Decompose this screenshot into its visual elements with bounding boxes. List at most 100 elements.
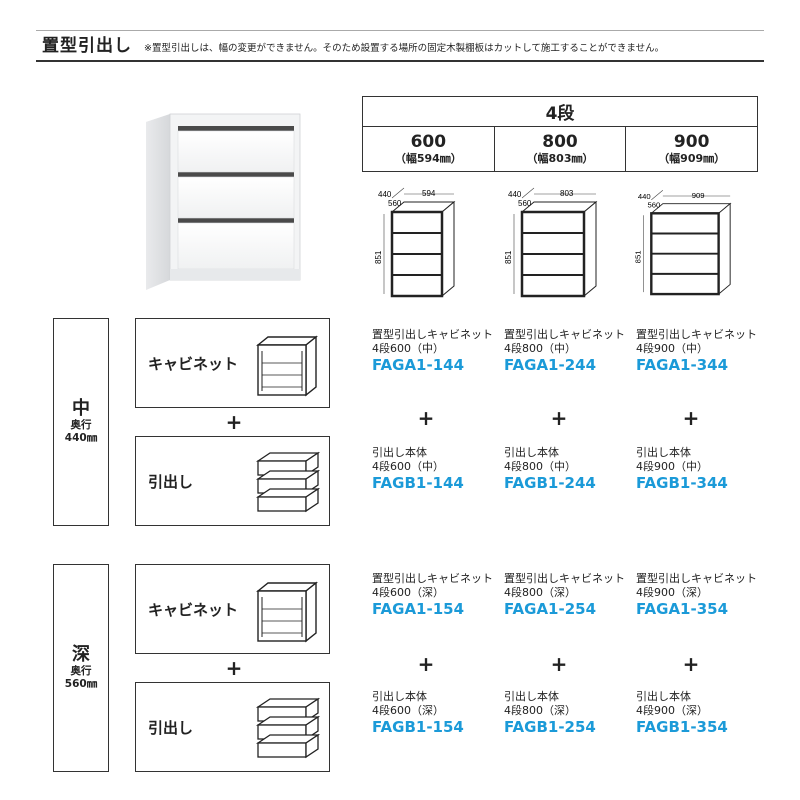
product-cabinet-900-deep: 置型引出しキャビネット 4段900（深） FAGA1-354: [636, 572, 766, 618]
component-label: 引出し: [148, 718, 194, 737]
product-cabinet-900-medium: 置型引出しキャビネット 4段900（中） FAGA1-344: [636, 328, 766, 374]
product-code: FAGB1-254: [504, 718, 596, 736]
product-spec: 4段600（深）: [372, 586, 444, 599]
dim-depth2: 560: [518, 199, 532, 208]
product-code: FAGA1-344: [636, 356, 729, 374]
product-code: FAGB1-344: [636, 474, 728, 492]
drawer-set-icon: [255, 697, 320, 759]
product-spec: 4段600（中）: [372, 460, 444, 473]
width-cell-600: 600 （幅594㎜）: [363, 127, 495, 171]
product-drawer-600-medium: 引出し本体 4段600（中） FAGB1-144: [372, 446, 502, 492]
plus-sign: +: [417, 652, 435, 676]
product-drawer-900-deep: 引出し本体 4段900（深） FAGB1-354: [636, 690, 766, 736]
product-spec: 4段800（中）: [504, 342, 576, 355]
product-code: FAGB1-154: [372, 718, 464, 736]
product-spec: 4段900（深）: [636, 704, 708, 717]
plus-sign: +: [550, 652, 568, 676]
product-spec: 4段600（中）: [372, 342, 444, 355]
product-name: 引出し本体: [504, 446, 559, 459]
depth-main: 深: [72, 644, 90, 665]
product-name: 引出し本体: [504, 690, 559, 703]
dim-height: 851: [504, 250, 513, 264]
product-drawer-800-deep: 引出し本体 4段800（深） FAGB1-254: [504, 690, 634, 736]
component-drawer-deep: 引出し: [135, 682, 330, 772]
product-cabinet-600-medium: 置型引出しキャビネット 4段600（中） FAGA1-144: [372, 328, 502, 374]
plus-sign: +: [417, 406, 435, 430]
width-sub: （幅909㎜）: [658, 151, 726, 165]
page-title: 置型引出し: [42, 36, 132, 56]
width-value: 900: [673, 131, 710, 152]
product-cabinet-800-medium: 置型引出しキャビネット 4段800（中） FAGA1-244: [504, 328, 634, 374]
cabinet-frame-icon: [256, 335, 318, 397]
drawer-set-icon: [255, 451, 320, 513]
dim-depth1: 440: [378, 190, 392, 199]
product-name: 置型引出しキャビネット: [504, 328, 625, 341]
product-drawer-800-medium: 引出し本体 4段800（中） FAGB1-244: [504, 446, 634, 492]
width-cell-900: 900 （幅909㎜）: [626, 127, 757, 171]
product-name: 引出し本体: [372, 690, 427, 703]
cabinet-frame-icon: [256, 581, 318, 643]
dim-depth2: 560: [388, 199, 402, 208]
component-label: キャビネット: [148, 600, 239, 619]
dim-depth2: 560: [647, 201, 660, 210]
header-note: ※置型引出しは、幅の変更ができません。そのため設置する場所の固定木製棚板はカット…: [144, 43, 665, 54]
component-cabinet-medium: キャビネット: [135, 318, 330, 408]
depth-label-deep: 深 奥行 560㎜: [53, 564, 109, 772]
product-spec: 4段900（深）: [636, 586, 708, 599]
dim-height: 851: [634, 250, 643, 263]
product-spec: 4段900（中）: [636, 460, 708, 473]
depth-sub-line2: 560㎜: [64, 678, 98, 690]
size-table: 4段 600 （幅594㎜） 800 （幅803㎜） 900 （幅909㎜）: [362, 96, 758, 172]
product-code: FAGB1-144: [372, 474, 464, 492]
component-label: 引出し: [148, 472, 194, 491]
product-name: 置型引出しキャビネット: [372, 572, 493, 585]
depth-sub-line1: 奥行: [70, 419, 92, 431]
header-top-rule: [36, 30, 764, 31]
dim-depth1: 440: [638, 192, 651, 201]
product-name: 置型引出しキャビネット: [372, 328, 493, 341]
product-spec: 4段800（深）: [504, 586, 576, 599]
product-code: FAGA1-144: [372, 356, 465, 374]
width-value: 600: [410, 131, 447, 152]
component-label: キャビネット: [148, 354, 239, 373]
depth-main: 中: [72, 398, 90, 419]
product-name: 置型引出しキャビネット: [636, 328, 757, 341]
dimension-drawing-800: 440 560 803 851: [504, 187, 598, 298]
width-value: 800: [542, 131, 578, 152]
cabinet-photo: [146, 113, 301, 290]
dim-width: 803: [560, 189, 574, 198]
product-name: 引出し本体: [372, 446, 427, 459]
depth-label-medium: 中 奥行 440㎜: [53, 318, 109, 526]
plus-sign: +: [682, 406, 700, 430]
product-name: 引出し本体: [636, 690, 691, 703]
dim-depth1: 440: [508, 190, 522, 199]
component-drawer-medium: 引出し: [135, 436, 330, 526]
depth-sub-line2: 440㎜: [64, 432, 98, 444]
width-cell-800: 800 （幅803㎜）: [495, 127, 627, 171]
product-spec: 4段600（深）: [372, 704, 444, 717]
width-sub: （幅594㎜）: [394, 151, 462, 165]
product-drawer-900-medium: 引出し本体 4段900（中） FAGB1-344: [636, 446, 766, 492]
product-spec: 4段800（深）: [504, 704, 576, 717]
plus-sign: +: [225, 410, 243, 434]
page-header: 置型引出し ※置型引出しは、幅の変更ができません。そのため設置する場所の固定木製…: [36, 30, 764, 62]
plus-sign: +: [550, 406, 568, 430]
product-code: FAGB1-244: [504, 474, 596, 492]
product-name: 置型引出しキャビネット: [504, 572, 625, 585]
dim-width: 909: [692, 191, 705, 200]
product-cabinet-800-deep: 置型引出しキャビネット 4段800（深） FAGA1-254: [504, 572, 634, 618]
product-name: 引出し本体: [636, 446, 691, 459]
product-code: FAGA1-244: [504, 356, 597, 374]
dim-height: 851: [374, 250, 383, 264]
component-cabinet-deep: キャビネット: [135, 564, 330, 654]
width-sub: （幅803㎜）: [526, 151, 594, 165]
product-code: FAGA1-354: [636, 600, 729, 618]
product-spec: 4段800（中）: [504, 460, 576, 473]
product-code: FAGA1-254: [504, 600, 597, 618]
dim-width: 594: [422, 189, 436, 198]
product-code: FAGB1-354: [636, 718, 728, 736]
plus-sign: +: [682, 652, 700, 676]
product-spec: 4段900（中）: [636, 342, 708, 355]
widths-row: 600 （幅594㎜） 800 （幅803㎜） 900 （幅909㎜）: [363, 127, 757, 171]
product-name: 置型引出しキャビネット: [636, 572, 757, 585]
